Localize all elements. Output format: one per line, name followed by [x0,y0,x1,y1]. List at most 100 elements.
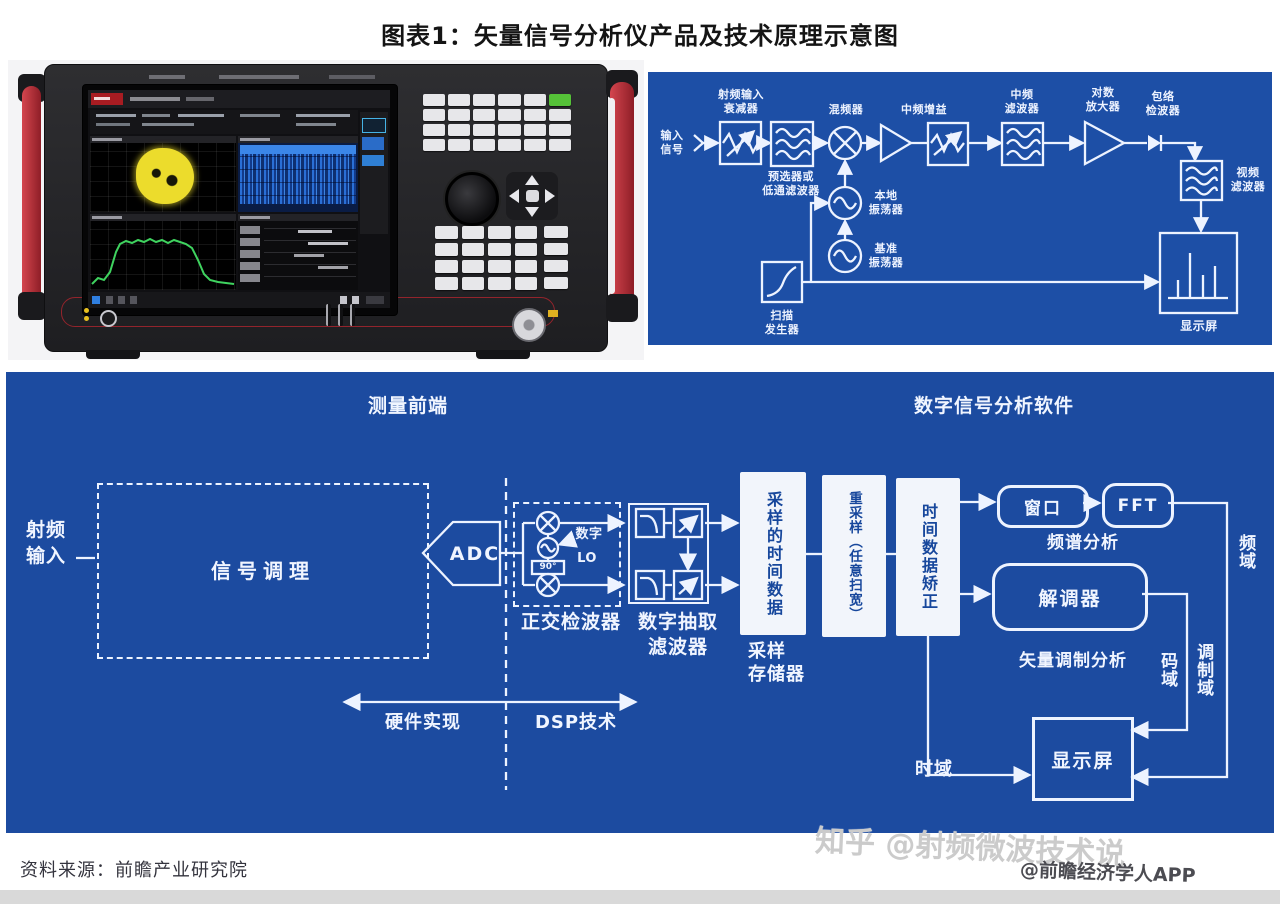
softkey-mark [240,238,260,246]
ref-osc-label: 基准 振荡器 [868,242,904,270]
resample-box: 重采样（任意扫宽） [822,475,886,637]
warning-sticker [548,310,558,317]
key [498,109,521,121]
vector-mod-analysis-label: 矢量调制分析 [1019,651,1127,671]
hardware-label: 硬件实现 [385,712,461,733]
key [435,226,458,239]
rf-chain-lines [693,120,1239,315]
clock-area [366,296,384,304]
constellation-display [90,136,236,212]
left-handle [22,86,41,308]
quadrant-titlebar [90,214,236,221]
vsa-display-text: 显示屏 [1051,749,1115,772]
key [514,260,537,273]
key [548,124,571,136]
time-domain-label: 时域 [915,759,953,780]
fft-box: FFT [1102,483,1174,528]
softkey-mark [240,250,260,258]
analyzer-photo [8,60,644,360]
softkey-mark [240,274,260,282]
taskbar-icon [106,296,113,304]
taskbar-icon [130,296,137,304]
mod-domain-label: 调制域 [1193,643,1214,697]
key [544,226,568,238]
time-correction-box: 时间数据矫正 [896,478,960,636]
taskbar [88,292,390,308]
numeric-keypad [435,226,537,290]
table-text-mark [318,266,348,269]
sweep-generator-symbol [760,260,804,304]
window-text: 窗口 [1024,499,1062,519]
key [514,277,537,290]
key [423,139,446,151]
screen-menu-panel [360,112,388,234]
key [423,109,446,121]
key [461,243,484,256]
key [473,139,496,151]
setting-mark [96,123,130,126]
left-arrow-key [509,189,519,203]
status-led [84,316,89,321]
resample-text: 重采样（任意扫宽） [846,490,862,622]
arrow-key-cluster [506,172,558,220]
sampled-time-data-text: 采样的时间数据 [764,490,783,617]
rf-display-label: 显示屏 [1180,319,1218,333]
rf-connector [512,308,546,342]
foot [86,350,140,359]
table-text-mark [298,230,332,233]
quadrature-detector-box [513,502,621,607]
key [544,243,568,255]
input-signal-label: 输入 信号 [660,129,684,157]
window-box: 窗口 [997,485,1089,528]
setting-mark [142,123,194,126]
digital-label: 数字 [575,527,603,542]
envelope-detector-symbol [1148,135,1163,151]
freq-domain-label: 频域 [1235,534,1256,570]
demodulator-text: 解调器 [1038,587,1102,610]
key [473,124,496,136]
if-gain-label: 中频增益 [901,103,947,116]
menu-item-highlighted [362,118,386,133]
key [523,94,546,106]
page-title: 图表1：矢量信号分析仪产品及技术原理示意图 [381,22,899,50]
video-filter-symbol [1179,159,1224,202]
key [435,260,458,273]
logo-text-mark [94,97,110,100]
vsa-lines [76,478,1229,790]
quadrant-titlebar [238,214,358,221]
side-key-column [544,226,568,289]
decimation-filter-symbols [634,507,704,601]
decimation-filter-box [628,503,709,604]
rf-input-label: 射频 输入 [25,519,66,567]
signal-conditioning-label: 信号调理 [211,559,315,583]
front-end-header: 测量前端 [367,395,448,417]
local-osc-label: 本地 振荡器 [868,189,904,217]
key [488,226,511,239]
reference-oscillator-symbol [827,238,863,274]
up-arrow-key [525,175,539,185]
key [473,94,496,106]
key [461,260,484,273]
key [435,277,458,290]
source-line: 资料来源：前瞻产业研究院 [20,860,248,881]
bottom-gray-band [0,890,1280,904]
if-filter-symbol [1000,121,1045,167]
sample-memory-label: 采样 存储器 [748,641,805,686]
waterfall-bars [240,154,356,204]
screen [88,90,390,308]
spectrum-display [90,214,236,290]
key [523,124,546,136]
tray-icon [352,296,359,304]
status-led [84,308,89,313]
setting-mark [240,114,280,117]
vendor-logo [91,93,123,105]
adc-label: ADC [449,543,501,565]
key [488,260,511,273]
function-key-grid [423,94,571,151]
mixer-label: 混频器 [828,103,864,116]
setting-mark [142,114,170,117]
green-trace [91,237,235,285]
left-handle-cap-bottom [18,292,46,320]
demodulator-box: 解调器 [992,563,1148,631]
